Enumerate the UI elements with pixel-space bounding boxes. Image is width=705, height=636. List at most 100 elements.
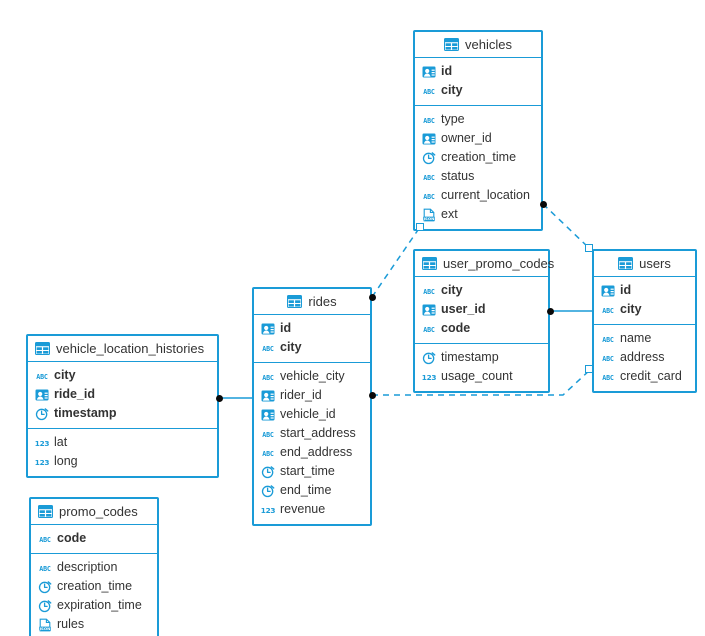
column-row[interactable]: creation_time: [31, 577, 157, 596]
column-name-label: ext: [441, 207, 458, 222]
clock-timestamp-icon: [35, 407, 49, 421]
column-name-label: rider_id: [280, 388, 322, 403]
relationship-edge-vehicles-to-users[interactable]: [542, 203, 590, 249]
column-name-label: city: [54, 368, 76, 383]
column-row[interactable]: start_time: [254, 462, 370, 481]
column-row[interactable]: 123 usage_count: [415, 367, 548, 386]
column-row[interactable]: end_time: [254, 481, 370, 500]
column-row[interactable]: creation_time: [415, 148, 541, 167]
column-row[interactable]: JSON ext: [415, 205, 541, 224]
cardinality-one-square-vehicles-to-users: [585, 244, 593, 252]
cardinality-many-dot-rides-to-users: [368, 391, 376, 399]
column-row[interactable]: owner_id: [415, 129, 541, 148]
table-header-vehicles[interactable]: vehicles: [415, 32, 541, 58]
123-number-icon: 123: [261, 503, 275, 517]
svg-text:JSON: JSON: [423, 216, 435, 221]
svg-text:ABC: ABC: [423, 173, 435, 181]
svg-text:ABC: ABC: [262, 449, 274, 457]
abc-string-icon: ABC: [422, 284, 436, 298]
cardinality-many-dot-vehicles-to-users: [539, 200, 547, 208]
column-row[interactable]: ABC end_address: [254, 443, 370, 462]
svg-text:123: 123: [35, 458, 49, 467]
column-row-key[interactable]: id: [254, 319, 370, 338]
column-name-label: creation_time: [441, 150, 517, 165]
column-row[interactable]: timestamp: [415, 348, 548, 367]
column-row[interactable]: vehicle_id: [254, 405, 370, 424]
id-card-icon: [261, 322, 275, 336]
column-name-label: city: [441, 283, 463, 298]
column-name-label: end_address: [280, 445, 353, 460]
table-icon: [422, 257, 437, 270]
column-name-label: usage_count: [441, 369, 513, 384]
json-document-icon: JSON: [422, 208, 436, 222]
table-name-label: rides: [308, 294, 337, 309]
table-header-users[interactable]: users: [594, 251, 695, 277]
id-card-icon: [422, 132, 436, 146]
column-name-label: ride_id: [54, 387, 95, 402]
table-name-label: user_promo_codes: [443, 256, 555, 271]
column-name-label: expiration_time: [57, 598, 142, 613]
cardinality-many-dot-upc-to-users: [546, 307, 554, 315]
primary-key-section: ABC city ride_id timestamp: [28, 362, 217, 429]
column-row-key[interactable]: ABC city: [415, 281, 548, 300]
svg-text:ABC: ABC: [423, 116, 435, 124]
column-row-key[interactable]: ride_id: [28, 385, 217, 404]
table-header-user_promo_codes[interactable]: user_promo_codes: [415, 251, 554, 277]
abc-string-icon: ABC: [261, 370, 275, 384]
column-name-label: timestamp: [441, 350, 499, 365]
column-row[interactable]: rider_id: [254, 386, 370, 405]
table-icon: [35, 342, 50, 355]
table-header-vehicle_location_histories[interactable]: vehicle_location_histories: [28, 336, 217, 362]
abc-string-icon: ABC: [422, 84, 436, 98]
table-header-rides[interactable]: rides: [254, 289, 370, 315]
column-name-label: name: [620, 331, 652, 346]
svg-text:ABC: ABC: [262, 344, 274, 352]
clock-timestamp-icon: [422, 351, 436, 365]
column-row-key[interactable]: user_id: [415, 300, 548, 319]
column-row-key[interactable]: id: [415, 62, 541, 81]
svg-text:ABC: ABC: [36, 372, 48, 380]
svg-text:ABC: ABC: [262, 373, 274, 381]
column-row-key[interactable]: ABC city: [28, 366, 217, 385]
abc-string-icon: ABC: [422, 170, 436, 184]
table-icon: [444, 38, 460, 51]
column-row[interactable]: expiration_time: [31, 596, 157, 615]
column-row-key[interactable]: id: [594, 281, 695, 300]
column-row-key[interactable]: timestamp: [28, 404, 217, 423]
table-header-promo_codes[interactable]: promo_codes: [31, 499, 157, 525]
123-number-icon: 123: [422, 370, 436, 384]
column-name-label: code: [441, 321, 471, 336]
table-icon: [287, 295, 303, 308]
id-card-icon: [422, 303, 436, 317]
column-name-label: owner_id: [441, 131, 492, 146]
abc-string-icon: ABC: [38, 532, 52, 546]
